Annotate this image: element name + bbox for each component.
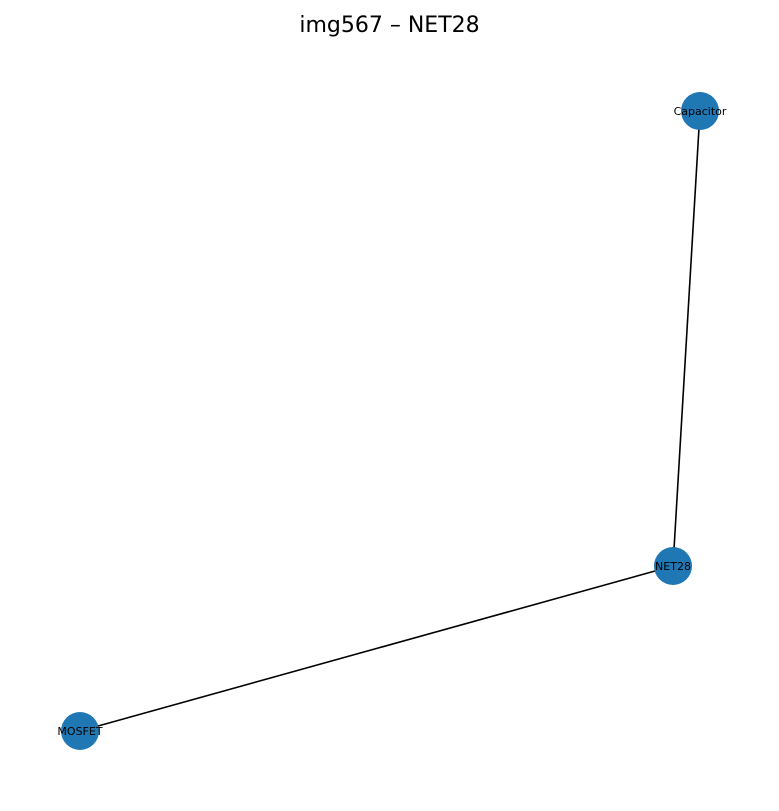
node-net28-circle: [654, 547, 692, 585]
node-capacitor[interactable]: Capacitor: [674, 92, 727, 130]
edge-net28-mosfet: [79, 565, 674, 732]
edge-capacitor-net28: [672, 110, 701, 567]
node-mosfet[interactable]: MOSFET: [57, 712, 103, 750]
node-net28[interactable]: NET28: [654, 547, 692, 585]
diagram-title: img567 – NET28: [299, 13, 480, 38]
node-mosfet-label: MOSFET: [57, 725, 102, 738]
nodes-layer: Capacitor NET28 MOSFET: [57, 92, 727, 750]
node-capacitor-label: Capacitor: [674, 105, 727, 118]
node-mosfet-circle: [61, 712, 99, 750]
node-net28-label: NET28: [655, 560, 691, 573]
node-capacitor-circle: [681, 92, 719, 130]
edges-layer: [79, 110, 701, 732]
